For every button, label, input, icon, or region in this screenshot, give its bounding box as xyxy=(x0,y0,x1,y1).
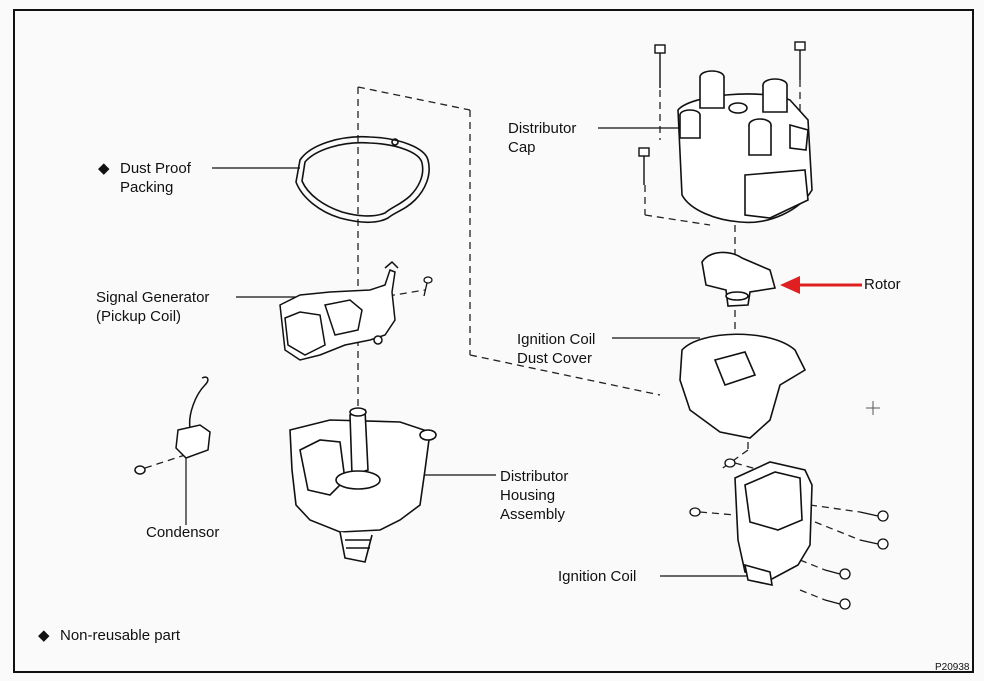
label-dust-proof-line1: Dust Proof xyxy=(120,160,191,177)
label-ignition-coil-dust-cover-line1: Ignition Coil xyxy=(517,331,596,348)
signal-generator-screw xyxy=(423,276,433,297)
condensor-part xyxy=(134,376,211,475)
label-rotor: Rotor xyxy=(864,276,901,293)
label-signal-generator-line2: (Pickup Coil) xyxy=(96,308,182,325)
label-distributor-cap-line2: Cap xyxy=(508,139,536,156)
rotor-part xyxy=(701,251,777,307)
label-ignition-coil-dust-cover-line2: Dust Cover xyxy=(517,350,593,367)
label-ignition-coil: Ignition Coil xyxy=(558,568,637,585)
label-distributor-housing-line2: Housing xyxy=(500,487,556,504)
legend-symbol: ◆ xyxy=(38,627,50,644)
registration-mark xyxy=(866,401,880,415)
distributor-housing-part xyxy=(289,407,437,563)
label-condensor: Condensor xyxy=(146,524,220,541)
label-dust-proof-line2: Packing xyxy=(120,179,174,196)
label-distributor-housing-line1: Distributor xyxy=(500,468,569,485)
legend-text: Non-reusable part xyxy=(60,627,181,644)
figure-id: P20938 xyxy=(935,662,970,673)
assembly-dashed-lines xyxy=(144,80,861,601)
dust-proof-marker: ◆ xyxy=(98,160,110,177)
cap-bolts xyxy=(638,41,806,185)
ignition-coil-dust-cover-part xyxy=(679,333,807,439)
dust-proof-packing-part xyxy=(295,135,430,223)
label-distributor-cap-line1: Distributor xyxy=(508,120,577,137)
leader-lines xyxy=(185,127,748,577)
ignition-coil-part xyxy=(734,461,813,587)
distributor-cap-part xyxy=(677,70,813,224)
ignition-coil-screws xyxy=(689,458,889,610)
signal-generator-part xyxy=(279,260,399,361)
label-distributor-housing-line3: Assembly xyxy=(500,506,566,523)
diagram-frame xyxy=(13,9,974,673)
label-signal-generator-line1: Signal Generator xyxy=(96,289,210,306)
rotor-highlight-arrow xyxy=(780,276,862,294)
